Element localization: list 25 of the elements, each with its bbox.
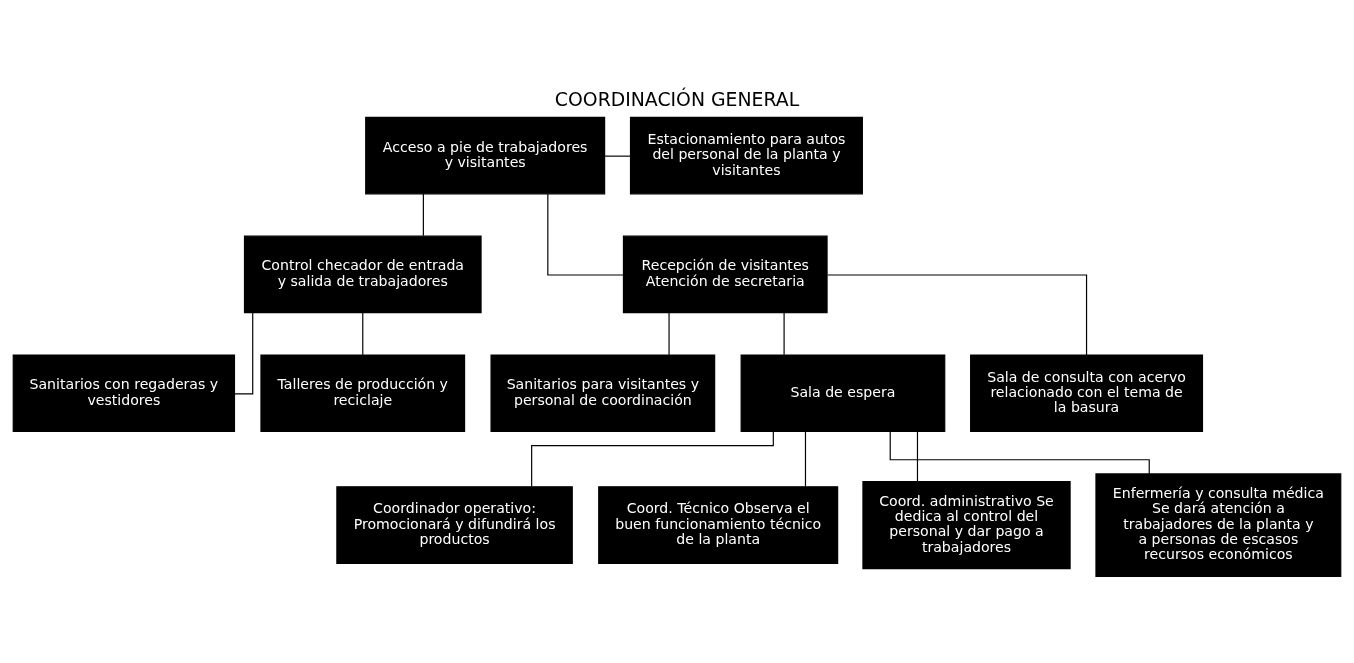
node-box: Recepción de visitantes Atención de secretaria — [622, 235, 828, 314]
node-box: Sanitarios con regaderas y vestidores — [12, 354, 236, 433]
connector — [604, 155, 631, 157]
node-box: Coord. Técnico Observa el buen funcionamiento técnico de la planta — [598, 486, 839, 564]
node-box: Coordinador operativo: Promocionará y difundirá los productos — [336, 486, 573, 564]
node-box: Coord. administrativo Se dedica al control del personal y dar pago a trabajadores — [862, 480, 1071, 570]
connector — [783, 312, 785, 356]
connector — [916, 431, 919, 482]
connector — [234, 312, 254, 395]
node-box: Sanitarios para visitantes y personal de coordinación — [490, 354, 716, 433]
connector — [668, 312, 670, 356]
node-box: Sala de consulta con acervo relacionado con el tema de la basura — [970, 354, 1204, 433]
node-box: Enfermería y consulta médica Se dará atención a trabajadores de la planta y a personas de escasos recursos económicos — [1095, 473, 1342, 577]
connector — [826, 274, 1088, 356]
connector — [547, 193, 624, 276]
connector — [422, 193, 424, 237]
connector — [362, 312, 364, 356]
node-box: Talleres de producción y reciclaje — [260, 354, 466, 433]
node-box: Sala de espera — [740, 354, 946, 433]
node-box: Acceso a pie de trabajadores y visitantes — [365, 116, 606, 195]
node-box: Control checador de entrada y salida de trabajadores — [243, 235, 482, 314]
connector — [889, 431, 1150, 475]
diagram-title: COORDINACIÓN GENERAL — [554, 89, 800, 111]
node-box: Estacionamiento para autos del personal de la planta y visitantes — [629, 116, 863, 195]
connector — [804, 431, 807, 488]
